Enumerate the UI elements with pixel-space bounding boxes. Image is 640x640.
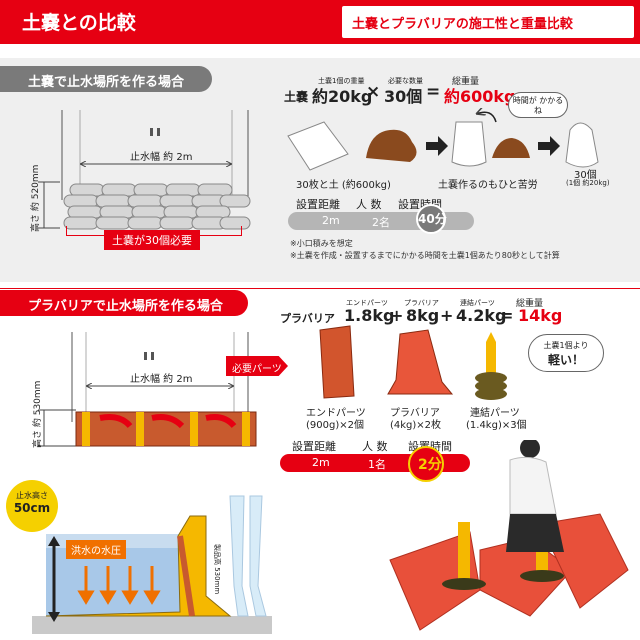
page-subtitle-box: 土嚢とプラバリアの施工性と重量比較 (342, 6, 634, 38)
arrow-right-icon-2 (538, 136, 560, 156)
sandbag-caption-bags: 30枚と土 (約600kg) (296, 180, 391, 191)
filling-bag-icon (451, 121, 487, 167)
soil-pile-small-icon (492, 138, 530, 158)
sandbag-section-tab: 土嚢で止水場所を作る場合 (0, 66, 212, 92)
pb-height-label: 高さ 約 530mm (33, 380, 43, 448)
sandbag-time-circle (416, 204, 446, 234)
stop-height-caption: 止水高さ (16, 491, 48, 500)
sandbag-formula-name: 土嚢 (284, 90, 309, 104)
page-subtitle: 土嚢とプラバリアの施工性と重量比較 (352, 17, 573, 32)
sandbag-value-people: 2名 (372, 216, 390, 229)
stop-height-value: 50cm (13, 501, 51, 515)
sandbag-unit-caption: 土嚢1個の重量 (318, 77, 365, 85)
sandbag-height-label: 高さ 約 520mm (31, 164, 41, 232)
full-bag-icon (565, 122, 599, 168)
pb-end-weight: 1.8kg (344, 306, 395, 325)
sandbag-count: 30個 (384, 87, 423, 106)
sandbag-note-1: ※小口積みを想定 (290, 239, 353, 248)
soil-pile-icon (366, 129, 417, 162)
sandbag-caption-result-sub: (1個 約20kg) (566, 179, 610, 187)
sandbag-time-bubble: 時間が かかるね (508, 92, 568, 118)
pb-parts-tag: 必要パーツ (226, 356, 288, 376)
pb-parts-illustrations (319, 325, 507, 400)
sandbag-height-label-wrap: 高さ 約 520mm (28, 124, 42, 234)
sandbag-wall-diagram (38, 110, 251, 230)
water-pressure-label: 洪水の水圧 (66, 540, 126, 559)
sandbag-equals: = (426, 82, 441, 102)
sandbag-total-caption: 総重量 (452, 77, 480, 87)
pb-total: 14kg (518, 306, 563, 325)
pb-pb-caption: プラバリア (404, 299, 439, 307)
pb-plus-1: + (390, 306, 404, 325)
pb-row-label-distance: 設置距離 (292, 440, 336, 453)
pb-conn-caption: 連結パーツ (460, 299, 495, 307)
sandbag-caption-result: 30個 (574, 170, 597, 181)
pb-conn-weight: 4.2kg (456, 306, 507, 325)
person-head-icon (520, 440, 540, 458)
pb-wall-diagram (38, 332, 257, 447)
pb-row-label-people: 人 数 (362, 440, 388, 453)
connector-part-icon (486, 342, 496, 376)
pb-value-time: 2分 (418, 457, 442, 473)
pb-time-circle (408, 446, 444, 482)
page-title: 土嚢との比較 (22, 12, 136, 34)
sandbag-caption-making: 土嚢作るのもひと苦労 (438, 180, 538, 191)
pb-part-conn-name: 連結パーツ (470, 408, 520, 419)
pb-lighter-bubble: 土嚢1個より 軽い！ (528, 334, 604, 372)
sandbag-count-caption: 必要な数量 (388, 77, 423, 85)
end-part-icon (319, 325, 355, 399)
sandbag-note-2: ※土嚢を作成・設置するまでにかかる時間を土嚢1個あたり80秒として計算 (290, 251, 560, 260)
pb-part-pb-name: プラバリア (390, 408, 440, 419)
sandbag-illustrations (287, 108, 599, 171)
pb-plus-2: + (440, 306, 454, 325)
pb-bubble-line2: 軽い！ (547, 353, 584, 367)
pb-formula-name: プラバリア (280, 312, 335, 325)
sandbag-times: × (366, 82, 381, 102)
pb-width-label: 止水幅 約 2m (130, 374, 193, 385)
person-legs-icon (229, 495, 267, 617)
install-photo (389, 440, 629, 631)
sandbag-total: 約600kg (444, 87, 516, 106)
sandbag-value-distance: 2m (322, 214, 340, 227)
product-height-label-wrap: 製品高 530mm (212, 544, 224, 624)
pb-bubble-line1: 土嚢1個より (543, 341, 589, 350)
pb-total-caption: 総重量 (516, 299, 544, 309)
arrow-right-icon (426, 136, 448, 156)
pb-pb-weight: 8kg (406, 306, 440, 325)
person-body-icon (509, 456, 557, 515)
sandbag-width-label: 止水幅 約 2m (130, 152, 193, 163)
sandbag-row-label-people: 人 数 (356, 198, 382, 211)
pb-part-end-spec: (900g)×2個 (306, 420, 364, 431)
sandbag-unit-weight: 約20kg (312, 87, 373, 106)
pb-value-people: 1名 (368, 458, 386, 471)
plabarrier-icon (387, 329, 454, 395)
section2-rule (0, 288, 640, 289)
barrier-cross-section (45, 515, 232, 617)
stop-height-badge: 止水高さ 50cm (6, 480, 58, 532)
pb-value-distance: 2m (312, 456, 330, 469)
sandbag-value-time: 40分 (418, 212, 447, 226)
sandbag-row-label-distance: 設置距離 (296, 198, 340, 211)
pb-equals: = (500, 306, 514, 325)
pb-height-label-wrap: 高さ 約 530mm (30, 340, 44, 450)
product-height-label: 製品高 530mm (213, 544, 221, 595)
empty-bag-icon (287, 121, 349, 171)
pb-part-pb-spec: (4kg)×2枚 (390, 420, 442, 431)
pb-part-conn-spec: (1.4kg)×3個 (466, 420, 527, 431)
pb-end-caption: エンドパーツ (346, 299, 388, 307)
pb-part-end-name: エンドパーツ (306, 408, 366, 419)
pb-section-tab: プラバリアで止水場所を作る場合 (0, 290, 248, 316)
sandbag-count-label: 土嚢が30個必要 (104, 230, 200, 250)
